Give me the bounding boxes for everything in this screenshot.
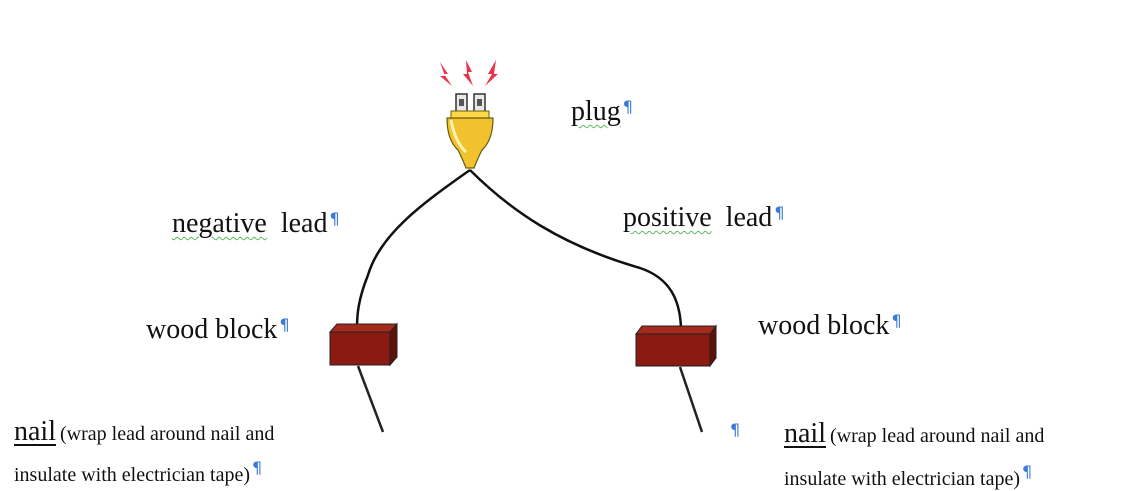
plug-icon [446,93,494,169]
spark-icon [440,60,498,86]
nail-label-left: nail (wrap lead around nail and [14,416,275,447]
nail-label-right: nail (wrap lead around nail and [784,418,1045,449]
wood-block-label-left: wood block¶ [146,314,290,345]
wire [355,168,683,329]
wood-block-label-right: wood block¶ [758,310,902,341]
nail-icon [678,366,704,433]
paragraph-mark: ¶ [252,458,263,477]
paragraph-mark: ¶ [622,97,633,116]
paragraph-mark: ¶ [1022,462,1033,481]
plug-label: plug¶ [571,96,633,127]
nail-label-right-line2: insulate with electrician tape)¶ [784,462,1033,490]
paragraph-mark: ¶ [774,203,785,222]
paragraph-mark: ¶ [891,311,902,330]
positive-lead-wire [469,169,683,329]
wood-block-icon [635,324,717,368]
negative-lead-wire [355,168,471,329]
nail-word: nail [784,418,826,449]
nail-word: nail [14,416,56,447]
paragraph-mark: ¶ [730,420,741,439]
paragraph-mark: ¶ [279,315,290,334]
nail-label-left-line2: insulate with electrician tape)¶ [14,458,263,486]
paragraph-mark: ¶ [329,209,340,228]
wood-block-icon [328,322,399,367]
nail-icon [356,365,385,433]
